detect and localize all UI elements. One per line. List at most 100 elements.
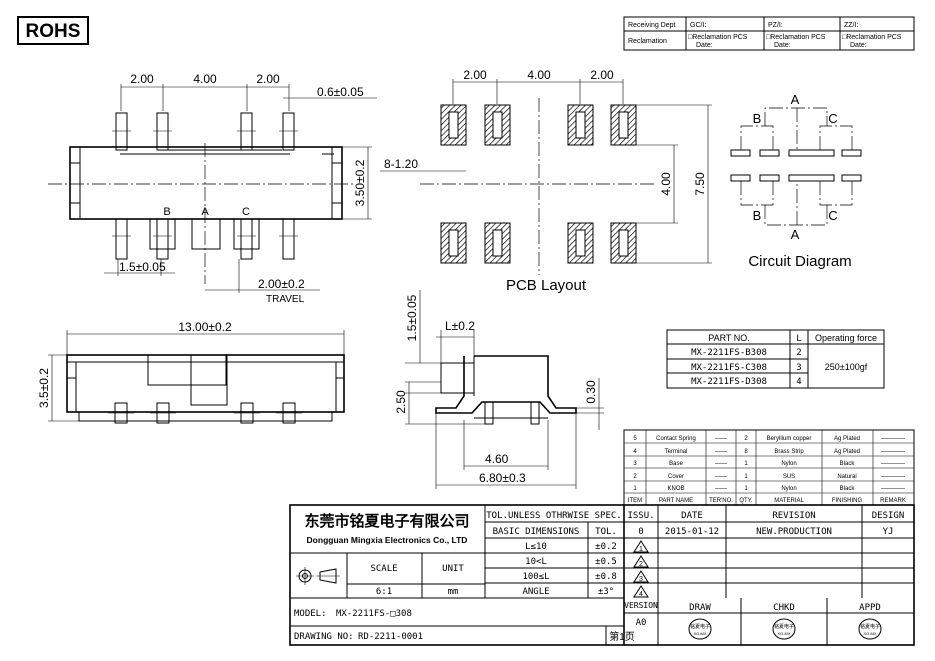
bom-2-name: Terminal (665, 449, 688, 455)
appd-stamp-icon: 铭夏电子 XG-MX (858, 618, 882, 640)
gc-label: GC/I: (690, 22, 706, 29)
circuit-diagram: A B C B C A Circuit Diagram (730, 92, 862, 270)
bom-5-item: 1 (633, 486, 637, 492)
revision-value: NEW.PRODUCTION (756, 527, 832, 537)
svg-text:3: 3 (639, 576, 643, 583)
reclamation-cell-2: □Reclamation PCS (766, 34, 826, 41)
revision-header: REVISION (772, 511, 815, 521)
design-header: DESIGN (872, 511, 905, 521)
reclamation-cell-3: □Reclamation PCS (842, 34, 902, 41)
pcb-pitch-1: 2.00 (463, 68, 487, 82)
revision-triangle-1-icon: 1 (633, 540, 649, 553)
company-name-cn: 东莞市铭夏电子有限公司 (304, 512, 469, 530)
svg-text:XG-MX: XG-MX (693, 631, 706, 636)
part-row-2-no: MX-2211FS-C308 (691, 363, 767, 373)
part-row-1-l: 2 (796, 348, 801, 358)
bom-3-material: Nylon (781, 461, 796, 467)
pz-label: PZ/I: (768, 22, 783, 29)
part-row-3-no: MX-2211FS-D308 (691, 377, 767, 387)
bom-4-finishing: Natural (837, 474, 856, 480)
version-label: VERSION (624, 601, 658, 610)
bom-5-name: KNOB (667, 486, 684, 492)
svg-text:4: 4 (639, 591, 643, 598)
operating-force-value: 250±100gf (825, 362, 868, 372)
unit-value: mm (448, 587, 459, 597)
tol-row-4-val: ±3° (598, 587, 614, 597)
drawing-no-label: DRAWING NO: (294, 632, 354, 642)
bom-3-finishing: Black (840, 461, 856, 467)
svg-text:XG-MX: XG-MX (863, 631, 876, 636)
scale-label: SCALE (370, 564, 397, 574)
bom-1-name: Contact Spring (656, 436, 696, 442)
date-value: 2015-01-12 (665, 527, 719, 537)
bom-4-ter: —— (715, 474, 727, 480)
bom-1-remark: ———— (881, 436, 905, 442)
bom-3-name: Base (669, 461, 683, 467)
circuit-label-a-bottom: A (791, 227, 800, 242)
bom-2-item: 4 (633, 449, 637, 455)
bom-1-qty: 2 (744, 436, 748, 442)
bom-2-qty: 8 (744, 449, 748, 455)
top-pitch-2: 4.00 (193, 72, 217, 86)
unit-label: UNIT (442, 564, 464, 574)
bom-5-ter: —— (715, 486, 727, 492)
pcb-pitch-2: 4.00 (527, 68, 551, 82)
pcb-pitch-3: 2.00 (590, 68, 614, 82)
rohs-badge: ROHS (17, 16, 89, 45)
zz-label: ZZ/I: (844, 22, 858, 29)
top-view: B A C 2.00 4.00 2.00 0.6±0.05 3.50±0.2 1… (48, 72, 377, 305)
bom-3-qty: 1 (744, 461, 748, 467)
date-header: DATE (681, 511, 703, 521)
bom-header-name: PART NAME (659, 498, 693, 504)
tol-row-1-dim: L≤10 (525, 542, 547, 552)
bom-table: 5 Contact Spring —— 2 Beryllium copper A… (623, 429, 915, 506)
bom-4-qty: 1 (744, 474, 748, 480)
part-row-3-l: 4 (796, 377, 801, 387)
bom-5-remark: ———— (881, 486, 905, 492)
circuit-diagram-title: Circuit Diagram (748, 253, 851, 270)
tol-row-4-dim: ANGLE (522, 587, 549, 597)
bom-3-ter: —— (715, 461, 727, 467)
part-number-table: PART NO. L Operating force MX-2211FS-B30… (666, 329, 885, 389)
side-030-dim: 0.30 (584, 380, 598, 404)
pcb-total-dim: 7.50 (693, 172, 707, 196)
svg-text:铭夏电子: 铭夏电子 (860, 623, 880, 630)
revision-triangle-3-icon: 3 (633, 570, 649, 583)
circuit-label-c-bottom: C (828, 208, 837, 223)
reclamation-date-2: Date: (774, 42, 791, 49)
tolerance-title: TOL.UNLESS OTHRWISE SPEC. (486, 511, 621, 521)
chkd-stamp-icon: 铭夏电子 XG-MX (772, 618, 796, 640)
travel-value-dim: 2.00±0.2 (258, 277, 305, 291)
part-row-2-l: 3 (796, 363, 801, 373)
part-l-header: L (796, 333, 801, 343)
receiving-dept-label: Receiving Dept (628, 22, 676, 29)
part-row-1-no: MX-2211FS-B308 (691, 348, 767, 358)
projection-symbol-icon (296, 567, 340, 585)
top-label-b: B (163, 206, 170, 218)
bom-header-material: MATERIAL (774, 498, 804, 504)
tol-row-2-val: ±0.5 (595, 557, 617, 567)
tol-row-3-dim: 100≤L (522, 572, 549, 582)
bom-4-remark: ———— (881, 474, 905, 480)
bom-header-ter: TER'NO. (709, 498, 733, 504)
svg-text:铭夏电子: 铭夏电子 (690, 623, 710, 630)
bom-2-ter: —— (715, 449, 727, 455)
rohs-label: ROHS (26, 21, 81, 42)
bom-header-item: ITEM (628, 498, 642, 504)
pcb-layout: 2.00 4.00 2.00 8-1.20 4.00 7.50 PCB Layo… (380, 68, 712, 294)
circuit-label-b-top: B (753, 111, 762, 126)
bom-2-material: Brass Strip (774, 449, 804, 455)
model-value: MX-2211FS-□308 (336, 609, 412, 619)
draw-label: DRAW (689, 603, 711, 613)
front-length-dim: 13.00±0.2 (178, 320, 232, 334)
drawing-no-value: RD-2211-0001 (358, 632, 423, 642)
bom-1-ter: —— (715, 436, 727, 442)
reclamation-date-1: Date: (696, 42, 713, 49)
basic-dimensions-label: BASIC DIMENSIONS (493, 527, 580, 537)
circuit-label-b-bottom: B (753, 208, 762, 223)
pcb-row-dim: 4.00 (659, 172, 673, 196)
travel-label: TRAVEL (266, 294, 305, 305)
bom-5-qty: 1 (744, 486, 748, 492)
revision-triangle-2-icon: 2 (633, 555, 649, 568)
